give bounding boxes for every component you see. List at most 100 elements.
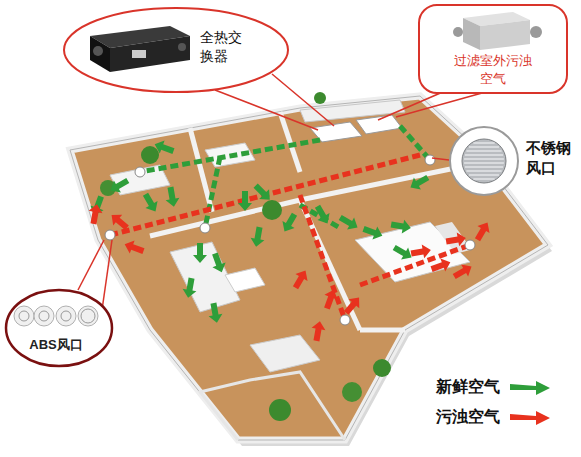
leader-lines xyxy=(272,74,334,126)
fresh-air-arrows xyxy=(407,171,431,193)
callout-outline xyxy=(4,288,114,368)
exhaust-air-arrows xyxy=(445,231,467,248)
exhaust-air-arrows xyxy=(451,260,475,282)
fresh-air-arrows xyxy=(238,191,252,211)
plants xyxy=(262,200,282,220)
exhaust-air-arrows xyxy=(310,320,327,342)
leader-lines xyxy=(215,90,318,130)
callout-part xyxy=(510,381,550,395)
callout-label: ABS风口 xyxy=(4,336,108,354)
filter-callout: 过滤室外污浊空气 xyxy=(418,4,568,94)
heat-exchanger-callout: 全热交换器 xyxy=(62,6,290,94)
fresh-air-arrows xyxy=(139,191,161,215)
exhaust-air-arrows xyxy=(410,243,432,260)
plants xyxy=(141,146,159,164)
ceiling-vents xyxy=(200,223,210,233)
plants xyxy=(314,92,326,104)
exhaust-air-arrows xyxy=(107,210,131,234)
apartment-base xyxy=(70,96,548,440)
callout-part xyxy=(469,174,499,176)
callout-part xyxy=(78,306,98,326)
legend-row: 污浊空气 xyxy=(436,402,552,432)
apartment-base xyxy=(70,96,548,440)
ceiling-vents xyxy=(105,230,115,240)
fresh-air-arrows xyxy=(164,186,181,208)
callout-part xyxy=(462,139,506,183)
callout-part xyxy=(465,154,503,156)
exhaust-air-arrows xyxy=(429,256,453,276)
ceiling-vents xyxy=(465,240,475,250)
callout-part xyxy=(110,36,190,72)
callout-label: 不锈钢风口 xyxy=(526,138,574,179)
exhaust-air-arrows xyxy=(471,219,493,243)
furniture xyxy=(110,100,470,372)
exhaust-air-arrows xyxy=(87,203,494,342)
callout-part xyxy=(473,142,494,144)
fresh-air-arrows xyxy=(181,277,198,299)
balcony-railing xyxy=(200,372,345,440)
furniture xyxy=(250,335,320,372)
plants xyxy=(342,382,362,402)
callout-outline xyxy=(448,124,580,198)
fresh-air-arrows xyxy=(361,222,385,242)
callout-part xyxy=(132,50,146,58)
fresh-air-arrows xyxy=(152,138,176,158)
fresh-air-arrows xyxy=(278,211,300,235)
callout-part xyxy=(39,311,49,321)
apartment-base xyxy=(70,96,552,446)
callout-part xyxy=(56,306,76,326)
ceiling-vents xyxy=(105,155,475,325)
callout-part xyxy=(93,46,103,56)
fresh-air-duct xyxy=(140,126,430,228)
callout-part xyxy=(61,311,71,321)
callout-part xyxy=(90,26,190,72)
stainless-vent-callout: 不锈钢风口 xyxy=(448,124,580,198)
exhaust-air-duct xyxy=(300,195,345,320)
leader-lines xyxy=(78,74,500,310)
plants xyxy=(373,359,391,377)
callout-label: 过滤室外污浊空气 xyxy=(452,52,534,87)
room-walls xyxy=(280,112,300,172)
fresh-air-arrows xyxy=(390,218,412,235)
callout-part xyxy=(466,150,501,152)
callout-part xyxy=(480,20,530,50)
fresh-air-duct xyxy=(205,157,220,228)
ceiling-vents xyxy=(135,167,145,177)
callout-part xyxy=(453,27,463,37)
callout-part xyxy=(178,43,186,51)
exhaust-air-arrows xyxy=(289,267,311,291)
room-walls xyxy=(300,165,470,200)
fresh-air-arrows xyxy=(207,302,224,324)
callout-part xyxy=(473,178,494,180)
ceiling-vents xyxy=(425,155,435,165)
exhaust-air-arrows xyxy=(122,238,146,258)
fresh-air-arrows xyxy=(249,226,266,248)
callout-part xyxy=(81,309,95,323)
fresh-air-duct xyxy=(140,140,320,172)
callout-part xyxy=(64,8,288,92)
exhaust-air-arrows xyxy=(87,203,104,225)
legend-row: 新鲜空气 xyxy=(436,372,552,402)
exhaust-air-duct xyxy=(110,155,470,320)
plants xyxy=(100,92,391,421)
legend: 新鲜空气污浊空气 xyxy=(436,372,552,432)
fresh-air-arrows xyxy=(193,243,207,263)
balcony-railing xyxy=(200,372,345,440)
exhaust-air-arrows xyxy=(320,287,340,311)
callout-part xyxy=(464,158,504,160)
callout-part xyxy=(469,146,499,148)
leader-lines xyxy=(432,158,449,160)
heat-exchanger-in-ceiling xyxy=(310,115,402,142)
callout-part xyxy=(6,290,112,366)
fresh-air-arrows xyxy=(208,251,228,275)
room-walls xyxy=(360,328,405,333)
ceiling-vents xyxy=(340,315,350,325)
callout-part xyxy=(462,139,506,183)
callout-part xyxy=(419,5,567,93)
furniture xyxy=(225,268,265,292)
callout-part xyxy=(450,127,518,195)
legend-label: 新鲜空气 xyxy=(436,377,500,398)
heat-exchanger-in-ceiling xyxy=(356,115,402,134)
legend-label: 污浊空气 xyxy=(436,407,500,428)
